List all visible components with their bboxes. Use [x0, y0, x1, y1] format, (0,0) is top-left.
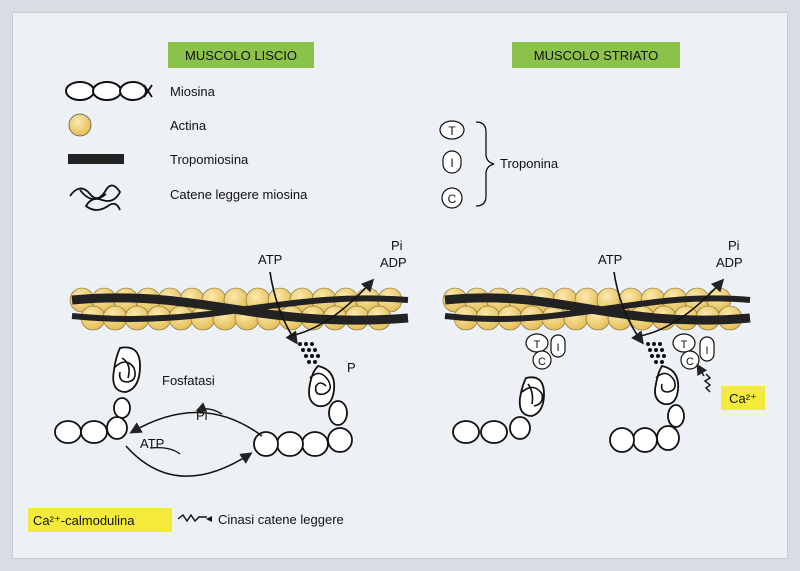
troponin-i-icon [442, 150, 462, 174]
svg-text:T: T [534, 339, 541, 351]
smooth-myosin-neck [298, 342, 320, 364]
smooth-adp-label: ADP [380, 255, 407, 270]
svg-text:I: I [450, 156, 453, 170]
legend-light-chains-label: Catene leggere miosina [170, 187, 308, 202]
svg-text:T: T [448, 124, 456, 138]
smooth-detached-myosin [54, 346, 141, 444]
svg-text:C: C [538, 356, 546, 368]
striated-thin-filament [442, 287, 751, 331]
tropomyosin-strand [444, 295, 751, 322]
smooth-p-label: P [347, 360, 356, 375]
troponin-brace [475, 121, 495, 207]
myosin-legend-icon [65, 81, 153, 101]
striated-troponin-complex-right: T C I [672, 333, 715, 370]
svg-text:MUSCOLO LISCIO: MUSCOLO LISCIO [185, 48, 297, 63]
tropomyosin-legend-icon [68, 154, 124, 164]
svg-text:T: T [681, 339, 688, 351]
striated-atp-label: ATP [598, 252, 622, 267]
smooth-thin-filament [69, 287, 409, 331]
smooth-cross-bridge: ATP Pi ADP P [253, 238, 407, 457]
header-striated-muscle: MUSCOLO STRIATO [512, 42, 680, 68]
legend-actin-label: Actina [170, 118, 207, 133]
troponin-legend: T I C Troponina [439, 120, 559, 209]
legend: Miosina Actina Tropomiosina Catene legge… [65, 81, 308, 211]
smooth-atp-label: ATP [258, 252, 282, 267]
legend-tropomyosin-label: Tropomiosina [170, 152, 249, 167]
striated-troponin-complex-left: T C I [525, 333, 566, 370]
striated-cross-bridge: T C I ATP Pi ADP [598, 238, 743, 453]
troponin-label: Troponina [500, 156, 559, 171]
svg-text:I: I [705, 345, 708, 357]
legend-myosin-label: Miosina [170, 84, 216, 99]
actin-legend-icon [68, 113, 92, 137]
light-chain-legend-icon [69, 184, 122, 211]
cycle-atp-label: ATP [140, 436, 164, 451]
svg-text:I: I [556, 342, 559, 354]
troponin-t-icon [439, 120, 465, 140]
smooth-phosphorylated-light-chain [309, 372, 332, 396]
svg-text:C: C [686, 356, 694, 368]
svg-text:Ca²⁺: Ca²⁺ [729, 391, 757, 406]
troponin-c-icon [441, 187, 463, 209]
figure-panel [12, 12, 788, 559]
tropomyosin-strand [71, 295, 409, 323]
kinase-squiggle-icon [177, 513, 207, 523]
header-smooth-muscle: MUSCOLO LISCIO [168, 42, 314, 68]
calmodulin-badge: Ca²⁺-calmodulina [28, 508, 172, 532]
phosphatase-label: Fosfatasi [162, 373, 215, 388]
striated-pi-adp-arrow [639, 278, 725, 337]
calcium-badge: Ca²⁺ [721, 386, 765, 410]
cycle-pi-label: Pi [196, 408, 208, 423]
phosphorylation-cycle: Fosfatasi Pi ATP [125, 373, 263, 477]
smooth-atp-arrow [269, 271, 298, 345]
striated-adp-label: ADP [716, 255, 743, 270]
svg-text:Ca²⁺-calmodulina: Ca²⁺-calmodulina [33, 513, 135, 528]
kinase-arrow [125, 445, 253, 477]
cycle-atp-arrow [149, 446, 181, 455]
kinase-label: Cinasi catene leggere [218, 512, 344, 527]
striated-pi-label: Pi [728, 238, 740, 253]
smooth-pi-adp-arrow [289, 278, 375, 337]
phosphatase-arrow [129, 411, 263, 437]
calcium-signal-squiggle [703, 373, 712, 393]
cycle-pi-arrow [195, 402, 223, 415]
smooth-pi-label: Pi [391, 238, 403, 253]
svg-text:MUSCOLO STRIATO: MUSCOLO STRIATO [534, 48, 658, 63]
striated-atp-arrow [613, 271, 644, 345]
striated-detached-myosin: T C I [452, 333, 566, 444]
striated-myosin-neck [646, 342, 666, 364]
svg-text:C: C [448, 192, 457, 206]
